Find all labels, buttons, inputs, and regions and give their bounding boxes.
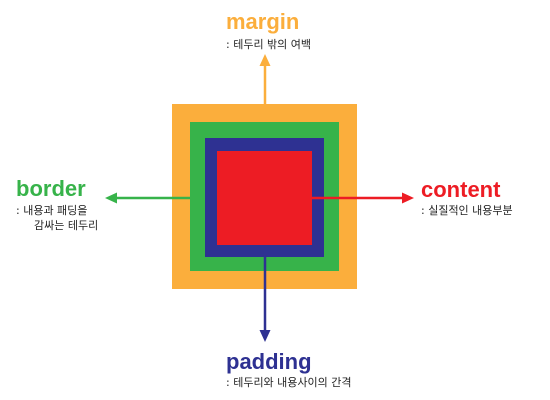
margin-label: margin [226,9,300,34]
border-label: border [16,176,86,201]
content-box [217,151,312,245]
border-arrow [105,192,190,204]
border-description: : 내용과 패딩을 감싸는 테두리 [16,203,98,233]
margin-arrow [259,54,271,104]
content-description: : 실질적인 내용부분 [421,204,513,217]
padding-arrow [259,257,271,342]
content-label: content [421,177,501,202]
content-arrow [312,192,414,204]
padding-label: padding [226,349,312,374]
border-description-line2: 감싸는 테두리 [34,219,99,232]
border-description-line1: : 내용과 패딩을 [16,204,88,217]
padding-description: : 테두리와 내용사이의 간격 [226,376,352,389]
margin-description: : 테두리 밖의 여백 [226,38,312,51]
